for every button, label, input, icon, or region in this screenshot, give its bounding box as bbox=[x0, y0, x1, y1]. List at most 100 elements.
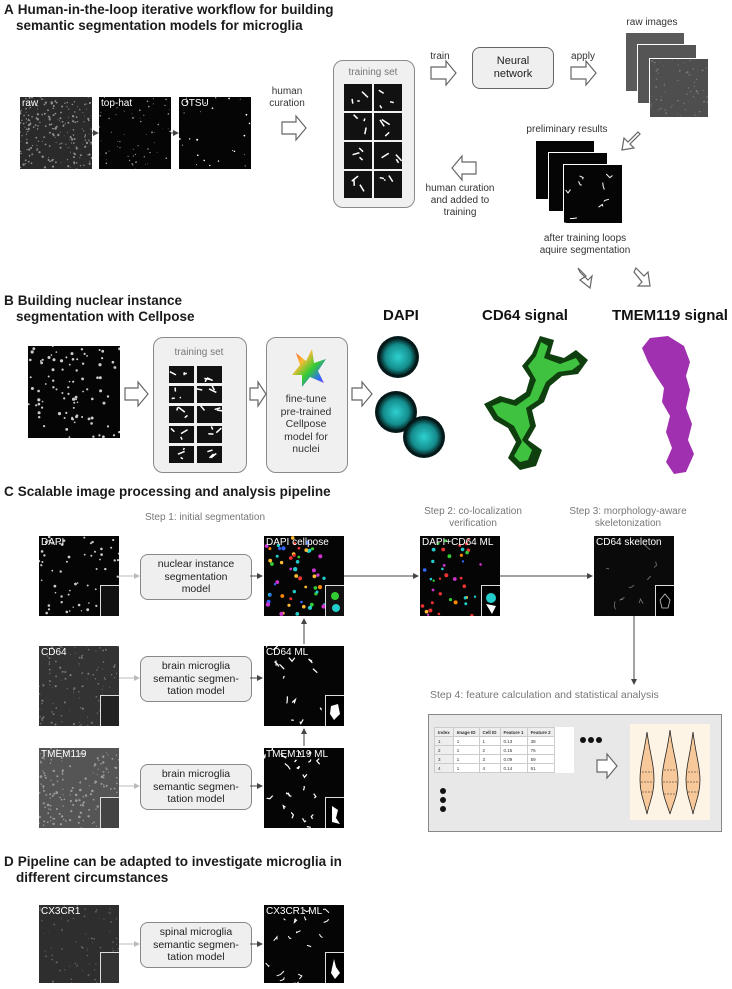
texture-dot bbox=[209, 164, 211, 167]
texture-dot bbox=[51, 346, 54, 347]
texture-dot bbox=[660, 76, 662, 78]
texture-dot bbox=[88, 649, 90, 651]
texture-dot bbox=[108, 117, 110, 120]
texture-dot bbox=[315, 590, 319, 594]
texture-dot bbox=[72, 918, 74, 919]
table-cell: 2 bbox=[478, 745, 501, 755]
texture-dot bbox=[245, 113, 248, 116]
texture-dot bbox=[655, 70, 658, 72]
texture-dot bbox=[90, 141, 92, 144]
texture-dot bbox=[74, 793, 78, 797]
texture-dot bbox=[310, 547, 315, 551]
table-cell: 0.15 bbox=[499, 745, 528, 755]
texture-dot bbox=[139, 120, 142, 123]
texture-dot bbox=[117, 646, 119, 648]
texture-dot bbox=[243, 134, 246, 137]
texture-dot bbox=[57, 119, 59, 121]
texture-dot bbox=[20, 166, 22, 169]
texture-dot bbox=[61, 760, 63, 762]
texture-dot bbox=[70, 810, 73, 813]
texture-dot bbox=[83, 536, 86, 539]
texture-stroke bbox=[603, 198, 610, 202]
texture-dot bbox=[112, 947, 114, 949]
dapi-cd64-ml-inset bbox=[481, 585, 500, 616]
texture-dot bbox=[65, 820, 67, 822]
arrow-b2 bbox=[249, 380, 267, 408]
texture-dot bbox=[82, 112, 84, 114]
texture-dot bbox=[65, 356, 68, 359]
texture-dot bbox=[76, 905, 78, 907]
training-tile bbox=[374, 171, 402, 198]
texture-dot bbox=[61, 646, 63, 648]
texture-dot bbox=[73, 156, 75, 159]
texture-dot bbox=[131, 113, 133, 114]
texture-stroke bbox=[265, 646, 268, 648]
texture-dot bbox=[168, 109, 170, 111]
texture-dot bbox=[662, 65, 664, 67]
texture-dot bbox=[51, 958, 54, 961]
texture-dot bbox=[196, 138, 199, 141]
texture-dot bbox=[59, 570, 62, 573]
table-cell: 3 bbox=[478, 754, 501, 764]
texture-dot bbox=[55, 791, 59, 795]
texture-dot bbox=[55, 142, 57, 143]
dapi-raw-image-b bbox=[28, 346, 120, 438]
texture-dot bbox=[95, 909, 98, 911]
texture-dot bbox=[84, 777, 87, 780]
texture-dot bbox=[215, 97, 217, 99]
texture-dot bbox=[44, 125, 47, 127]
texture-dot bbox=[39, 693, 41, 695]
texture-dot bbox=[655, 86, 657, 88]
texture-dot bbox=[109, 930, 111, 932]
texture-dot bbox=[81, 377, 84, 381]
texture-dot bbox=[297, 555, 301, 559]
texture-dot bbox=[87, 97, 90, 98]
texture-dot bbox=[147, 163, 149, 165]
texture-dot bbox=[462, 584, 467, 588]
texture-dot bbox=[131, 163, 133, 165]
texture-dot bbox=[48, 808, 50, 810]
texture-dot bbox=[76, 120, 79, 123]
texture-dot bbox=[28, 148, 31, 151]
texture-dot bbox=[694, 103, 696, 105]
texture-dot bbox=[63, 905, 65, 907]
texture-dot bbox=[103, 784, 105, 786]
texture-dot bbox=[80, 348, 84, 351]
texture-dot bbox=[41, 406, 44, 409]
texture-dot bbox=[672, 59, 673, 60]
texture-dot bbox=[47, 604, 51, 607]
texture-dot bbox=[60, 111, 62, 114]
texture-dot bbox=[90, 115, 92, 117]
otsu-label: OTSU bbox=[181, 98, 209, 109]
texture-dot bbox=[59, 143, 61, 145]
cx3cr1-input-label: CX3CR1 bbox=[41, 906, 81, 917]
texture-dot bbox=[52, 783, 55, 786]
texture-dot bbox=[75, 799, 78, 802]
texture-dot bbox=[74, 652, 76, 654]
texture-dot bbox=[117, 552, 119, 555]
texture-dot bbox=[162, 127, 163, 129]
training-tile bbox=[197, 366, 222, 383]
texture-dot bbox=[95, 963, 97, 965]
texture-dot bbox=[27, 130, 29, 133]
texture-dot bbox=[132, 155, 134, 157]
texture-dot bbox=[706, 101, 708, 104]
texture-dot bbox=[87, 417, 91, 421]
texture-dot bbox=[47, 930, 49, 932]
texture-dot bbox=[85, 141, 89, 145]
texture-stroke bbox=[272, 646, 279, 651]
texture-dot bbox=[268, 547, 272, 551]
texture-dot bbox=[59, 823, 62, 826]
texture-dot bbox=[473, 595, 477, 598]
texture-dot bbox=[431, 588, 435, 592]
texture-dot bbox=[68, 363, 71, 366]
texture-dot bbox=[302, 604, 306, 609]
texture-dot bbox=[676, 113, 678, 115]
texture-dot bbox=[60, 798, 63, 801]
table-more-rows-dots bbox=[440, 788, 446, 812]
cx3cr1-input-image: CX3CR1 bbox=[39, 905, 119, 983]
dapi-raw-texture-b bbox=[28, 346, 120, 438]
texture-dot bbox=[61, 105, 64, 108]
